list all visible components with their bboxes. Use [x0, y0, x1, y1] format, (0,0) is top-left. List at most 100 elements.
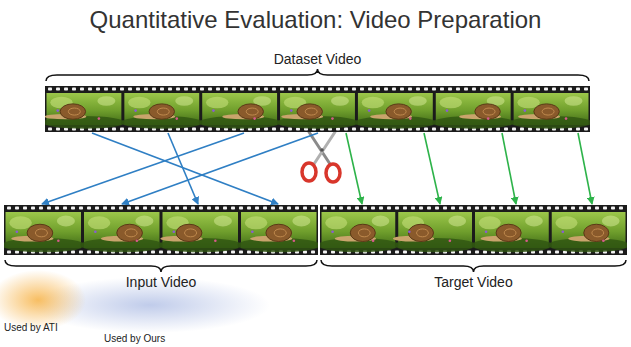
perforation [496, 128, 500, 131]
perforation [523, 207, 527, 210]
video-frame [320, 212, 399, 252]
frame-arrow [502, 133, 516, 204]
perforation [576, 128, 580, 131]
perforation [515, 207, 519, 210]
perforation [387, 207, 391, 210]
perforation [331, 207, 335, 210]
track-dot [446, 109, 449, 112]
perforation [192, 128, 196, 131]
perforation [395, 207, 399, 210]
perforation [344, 88, 348, 91]
ati-glow [0, 270, 86, 330]
bokeh [565, 96, 583, 106]
perforation [499, 207, 503, 210]
perforation [448, 128, 452, 131]
usage-note: Used by Ours [104, 333, 165, 344]
perforation [159, 251, 163, 254]
perforation [232, 88, 236, 91]
perforation [424, 128, 428, 131]
perforation [47, 207, 51, 210]
perforation [432, 88, 436, 91]
perforation [175, 207, 179, 210]
video-frame [548, 212, 627, 252]
perforation [547, 251, 551, 254]
perforation [571, 207, 575, 210]
bokeh [525, 216, 543, 227]
perforation [320, 88, 324, 91]
bracket [4, 259, 318, 273]
video-frame [159, 212, 242, 252]
frame-arrow [42, 133, 244, 204]
perforation [280, 88, 284, 91]
track-dot [175, 117, 178, 120]
perforation [368, 88, 372, 91]
frame-arrow [168, 133, 198, 204]
bokeh [245, 216, 268, 229]
snail-shell [408, 224, 433, 241]
perforation [79, 207, 83, 210]
track-dot [56, 109, 59, 112]
video-frame [354, 93, 436, 129]
perforation [363, 207, 367, 210]
perforation [7, 207, 11, 210]
perforation [328, 88, 332, 91]
track-dot [485, 231, 488, 234]
track-dot [372, 240, 375, 243]
perforation [127, 207, 131, 210]
video-frame [198, 93, 280, 129]
shell-spiral [483, 108, 495, 115]
bokeh [372, 216, 390, 227]
snail-shell [496, 224, 521, 241]
bokeh [362, 97, 384, 109]
perforation [152, 88, 156, 91]
perforation [392, 88, 396, 91]
snail-shell [584, 224, 609, 241]
snail-shell [534, 104, 559, 119]
bracket-line [5, 260, 317, 272]
perforation [176, 88, 180, 91]
perforation [467, 207, 471, 210]
perforation [119, 207, 123, 210]
perforation [311, 207, 315, 210]
track-dot [409, 117, 412, 120]
perforation [272, 128, 276, 131]
perforation [247, 251, 251, 254]
perforation [440, 128, 444, 131]
perforation [584, 128, 588, 131]
perforation [456, 88, 460, 91]
perforation [160, 88, 164, 91]
perforation [555, 251, 559, 254]
perforation [63, 207, 67, 210]
track-dot [487, 117, 490, 120]
perforation [31, 207, 35, 210]
track-dot [290, 109, 293, 112]
perforation [395, 251, 399, 254]
perforation [303, 207, 307, 210]
video-strip: Input Video [4, 205, 318, 291]
perforation [295, 207, 299, 210]
perforation [304, 88, 308, 91]
bokeh [97, 96, 115, 106]
snail-shell [266, 224, 292, 241]
perforation [368, 128, 372, 131]
perforation [355, 207, 359, 210]
snail-shell [386, 104, 411, 119]
perforation [168, 88, 172, 91]
track-dot [57, 240, 60, 243]
perforation [72, 88, 76, 91]
perforation [7, 251, 11, 254]
perforation [272, 88, 276, 91]
track-dot [134, 109, 137, 112]
perforation [159, 207, 163, 210]
track-dot [98, 117, 101, 120]
perforation [199, 207, 203, 210]
perforation [287, 207, 291, 210]
video-frame [393, 212, 476, 252]
perforation [552, 88, 556, 91]
perforation [480, 88, 484, 91]
strip-label: Target Video [434, 273, 512, 291]
perforation [512, 88, 516, 91]
track-dot [449, 240, 452, 243]
perforation [336, 88, 340, 91]
snail-shell [60, 104, 85, 119]
